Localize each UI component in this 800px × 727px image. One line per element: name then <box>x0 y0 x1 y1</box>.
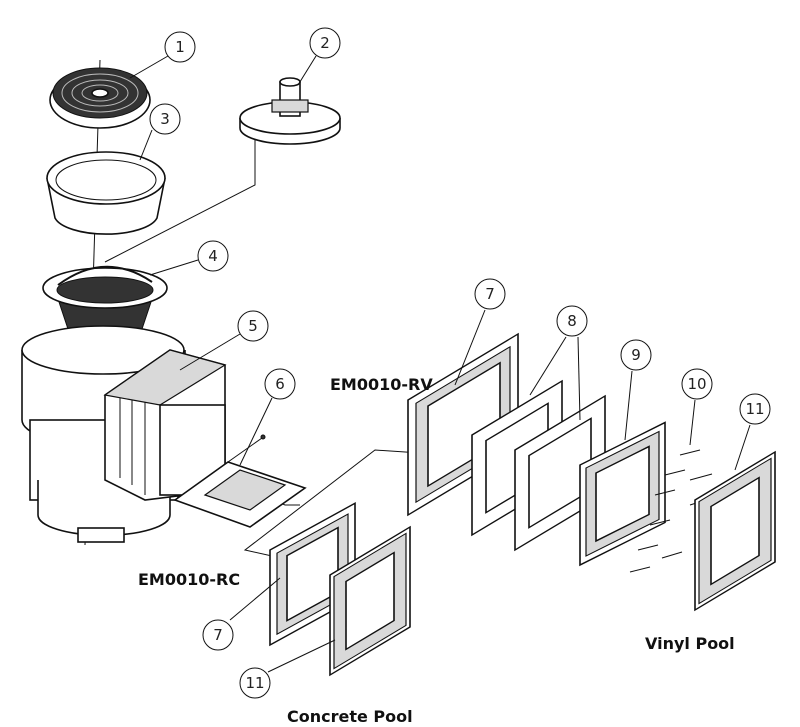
vinyl-pool-label: Vinyl Pool <box>645 634 735 653</box>
callout-11-concrete: 11 <box>239 667 271 699</box>
part-2-vacuum-plate <box>239 77 341 145</box>
svg-text:6: 6 <box>275 375 285 393</box>
svg-text:10: 10 <box>687 375 706 393</box>
callout-7-rv: 7 <box>474 278 506 310</box>
svg-text:9: 9 <box>631 346 641 364</box>
callout-8: 8 <box>556 305 588 337</box>
part-1-lid <box>49 67 151 129</box>
callout-1: 1 <box>164 31 196 63</box>
svg-text:1: 1 <box>175 38 185 56</box>
concrete-pool-label: Concrete Pool <box>287 707 413 726</box>
callout-6: 6 <box>264 368 296 400</box>
svg-text:2: 2 <box>320 34 330 52</box>
part-7-faceplate-rc <box>269 502 356 647</box>
part-11-cover-concrete <box>329 525 411 677</box>
callout-3: 3 <box>149 103 181 135</box>
model-label-rv: EM0010-RV <box>330 375 433 394</box>
svg-text:11: 11 <box>745 400 764 418</box>
part-6-weir-flap <box>173 434 307 528</box>
part-5-skimmer-body <box>21 325 227 543</box>
callout-11-vinyl: 11 <box>739 393 771 425</box>
callout-5: 5 <box>237 310 269 342</box>
part-3-ring <box>46 151 166 235</box>
svg-text:3: 3 <box>160 110 170 128</box>
svg-text:11: 11 <box>245 674 264 692</box>
model-label-rc: EM0010-RC <box>138 570 241 589</box>
callout-10: 10 <box>681 368 713 400</box>
svg-text:7: 7 <box>485 285 495 303</box>
svg-text:8: 8 <box>567 312 577 330</box>
part-8-gasket-b <box>514 394 606 552</box>
callout-2: 2 <box>309 27 341 59</box>
part-11-cover-vinyl <box>694 450 776 612</box>
callout-9: 9 <box>620 339 652 371</box>
part-9-clamp-ring <box>579 421 666 567</box>
part-7-faceplate-rv <box>407 332 519 517</box>
callout-7-rc: 7 <box>202 619 234 651</box>
svg-text:5: 5 <box>248 317 258 335</box>
callout-4: 4 <box>197 240 229 272</box>
svg-text:7: 7 <box>213 626 223 644</box>
leader-lines <box>129 55 751 673</box>
svg-text:4: 4 <box>208 247 218 265</box>
